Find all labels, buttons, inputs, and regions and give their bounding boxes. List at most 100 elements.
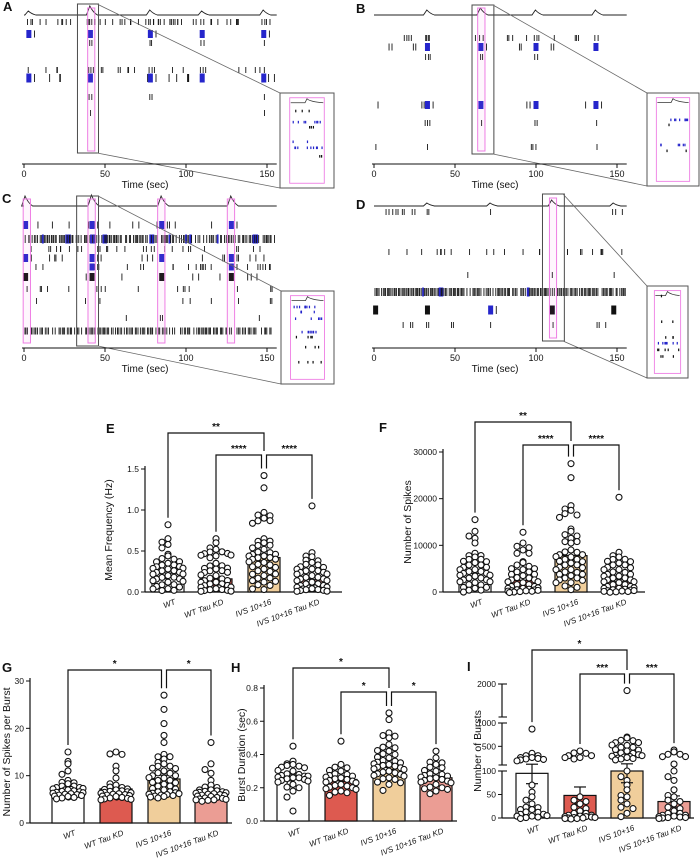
spike-tick — [602, 249, 604, 255]
highlight-region — [548, 197, 558, 339]
spike-tick — [377, 288, 379, 296]
scatter-point — [106, 750, 114, 758]
inset-spike-tick — [296, 305, 298, 309]
scatter-point — [212, 545, 220, 553]
scatter-point — [426, 763, 434, 771]
burst-block — [593, 43, 599, 51]
burst-block — [228, 263, 234, 271]
spike-tick — [210, 327, 211, 335]
scatter-point — [271, 563, 280, 571]
spike-tick — [125, 235, 127, 243]
spike-tick — [104, 286, 106, 292]
spike-tick — [103, 327, 105, 335]
spike-tick — [211, 235, 213, 243]
spike-tick — [109, 235, 111, 243]
spike-tick — [201, 264, 203, 270]
spike-tick — [539, 249, 540, 255]
spike-tick — [529, 101, 531, 109]
scatter-point — [670, 748, 678, 756]
spike-tick — [384, 288, 386, 296]
spike-tick — [425, 288, 427, 296]
spike-tick — [259, 246, 261, 252]
scatter-point — [516, 588, 524, 596]
x-tick-label: 100 — [178, 353, 193, 363]
spike-tick — [601, 101, 603, 109]
scatter-point — [528, 753, 536, 762]
scatter-point — [658, 753, 667, 761]
spike-tick — [612, 209, 614, 215]
spike-tick — [407, 288, 409, 296]
scatter-point — [289, 787, 297, 795]
scatter-point — [465, 532, 473, 540]
spike-tick — [421, 249, 423, 255]
inset-spike-tick — [660, 143, 662, 147]
scatter-point — [227, 551, 235, 559]
time-axis-label-b: Time (sec) — [472, 180, 519, 191]
sig-bracket — [292, 667, 390, 740]
spike-tick — [520, 43, 522, 51]
spike-tick — [239, 327, 241, 335]
spike-tick — [51, 221, 53, 229]
spike-tick — [124, 19, 126, 25]
scatter-point — [573, 583, 581, 591]
spike-tick — [51, 235, 53, 243]
spike-tick — [173, 235, 175, 243]
spike-tick — [538, 35, 540, 41]
panel-label-g: G — [2, 660, 12, 675]
spike-tick — [181, 19, 182, 25]
spike-tick — [197, 235, 199, 243]
spike-tick — [108, 327, 110, 335]
spike-tick — [408, 288, 410, 296]
spike-tick — [210, 298, 212, 304]
spike-tick — [428, 322, 430, 328]
spike-tick — [426, 35, 428, 41]
highlight-region — [87, 7, 96, 152]
scatter-point — [561, 582, 569, 590]
inset-spike-tick — [320, 360, 322, 364]
spike-tick — [502, 288, 504, 296]
scatter-wt — [456, 516, 494, 596]
spike-tick — [54, 254, 56, 262]
spike-tick — [132, 235, 134, 243]
spike-tick — [201, 254, 203, 262]
spike-tick — [49, 74, 51, 82]
spike-tick — [200, 40, 202, 46]
spike-tick — [124, 246, 126, 252]
spike-tick — [258, 235, 260, 243]
spike-tick — [250, 327, 252, 335]
spike-tick — [596, 322, 598, 328]
inset-spike-tick — [676, 341, 678, 345]
spike-tick — [497, 288, 499, 296]
scatter-point — [612, 588, 620, 596]
scatter-point — [337, 760, 345, 769]
burst-block — [152, 234, 154, 244]
scatter-point — [385, 709, 393, 717]
spike-tick — [210, 19, 212, 25]
scatter-point — [337, 787, 345, 795]
spike-tick — [203, 40, 205, 46]
spike-tick — [95, 235, 97, 243]
scatter-point — [248, 563, 257, 571]
burst-block — [488, 305, 494, 315]
spike-tick — [605, 322, 607, 328]
scatter-point — [664, 773, 672, 781]
highlight-region — [226, 198, 236, 344]
spike-tick — [209, 327, 211, 335]
inset-spike-tick — [310, 335, 312, 339]
scatter-point — [471, 527, 479, 535]
spike-tick — [117, 327, 119, 335]
scatter-point — [248, 585, 257, 593]
spike-tick — [237, 246, 239, 252]
spike-tick — [30, 254, 32, 262]
spike-tick — [110, 327, 112, 335]
scatter-point — [323, 570, 331, 578]
burst-block — [228, 221, 234, 229]
spike-tick — [128, 235, 130, 243]
burst-block — [189, 234, 192, 244]
spike-tick — [170, 19, 172, 25]
burst-block — [159, 273, 165, 281]
spike-tick — [166, 221, 168, 229]
spike-tick — [437, 288, 439, 296]
